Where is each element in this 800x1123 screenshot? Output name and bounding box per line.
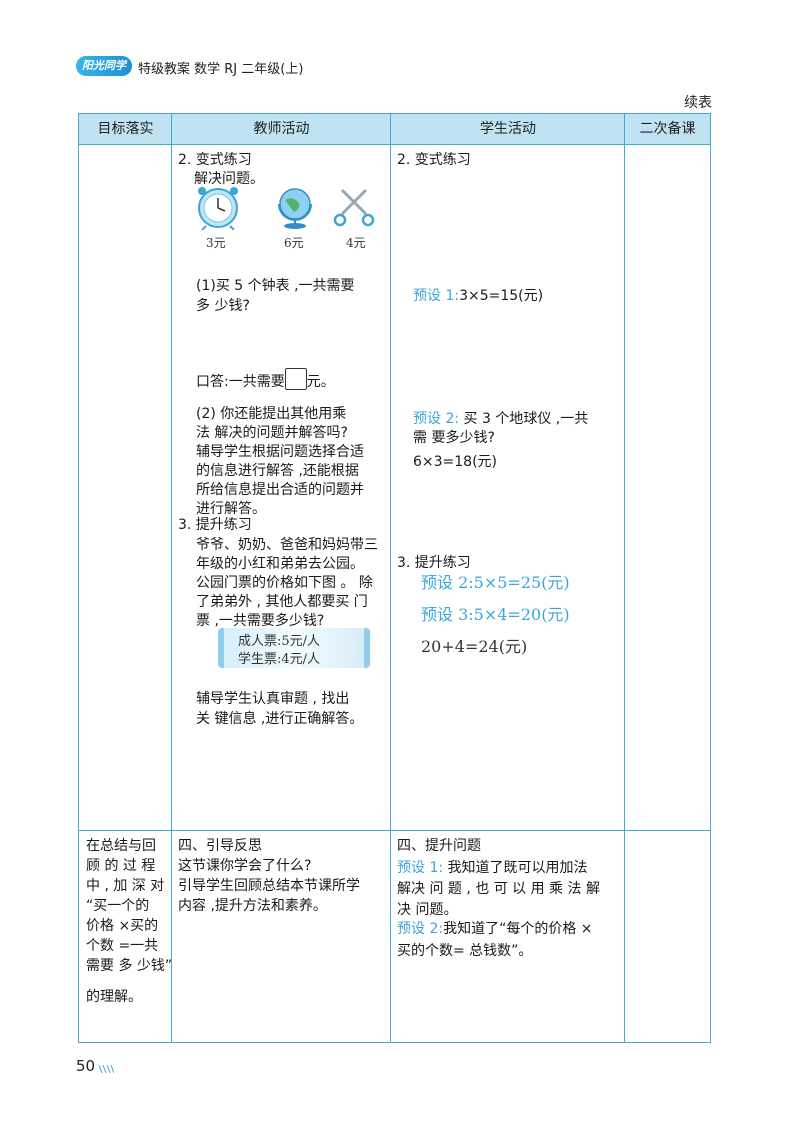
column-divider [171, 114, 172, 1042]
student-preset-2-line2: 需 要多少钱? [413, 430, 495, 446]
table-header-row [79, 114, 710, 145]
student-s4-preset-1: 预设 1: 我知道了既可以用加法 [397, 859, 588, 878]
student-s3-title: 3. 提升练习 [397, 555, 471, 571]
teacher-s4-line: 内容 ,提升方法和素养。 [178, 898, 327, 914]
ticket-adult: 成人票:5元/人 [238, 634, 321, 649]
student-s4-preset-2-line2: 买的个数= 总钱数”。 [397, 943, 533, 959]
header-student: 学生活动 [480, 121, 536, 137]
teacher-s4-line: 引导学生回顾总结本节课所学 [178, 878, 360, 894]
answer-suffix: 元。 [306, 374, 335, 390]
lesson-table: 目标落实 教师活动 学生活动 二次备课 [78, 113, 711, 1043]
teacher-q2-line: 辅导学生根据问题选择合适 [196, 444, 364, 460]
goal-line: “买一个的 [86, 898, 150, 914]
student-preset-2: 预设 2: 买 3 个地球仪 ,一共 [413, 410, 588, 429]
preset-text: 我知道了“每个的价格 × [443, 921, 593, 937]
globe-icon [278, 188, 312, 229]
student-s4-preset-1-line2: 解决 问 题 , 也 可 以 用 乘 法 解 [397, 881, 600, 897]
teacher-q2-line: 所给信息提出合适的问题并 [196, 482, 364, 498]
goal-line: 价格 ×买的 [86, 918, 159, 934]
teacher-q2-line: 法 解决的问题并解答吗? [196, 425, 348, 441]
teacher-q1-line2: 多 少钱? [196, 298, 250, 314]
column-divider [624, 114, 625, 1042]
teacher-q2-line: (2) 你还能提出其他用乘 [196, 406, 347, 422]
preset-text: 我知道了既可以用加法 [443, 860, 588, 876]
goal-line: 中 , 加 深 对 [86, 878, 165, 894]
teacher-q2-line: 的信息进行解答 ,还能根据 [196, 463, 359, 479]
goal-line: 的理解。 [86, 989, 142, 1005]
answer-prefix: 口答:一共需要 [196, 374, 285, 390]
teacher-s3-line: 年级的小红和弟弟去公园。 [196, 556, 364, 572]
preset-label: 预设 1: [397, 860, 444, 876]
student-preset-1: 预设 1:3×5=15(元) [413, 287, 543, 306]
header-teacher: 教师活动 [253, 121, 310, 137]
teacher-guide-line: 关 键信息 ,进行正确解答。 [196, 711, 364, 727]
clock-icon [198, 187, 238, 230]
teacher-s3-line: 公园门票的价格如下图 。 除 [196, 575, 373, 591]
student-s2-title: 2. 变式练习 [397, 152, 471, 168]
row-divider [79, 830, 710, 831]
goal-line: 在总结与回 [86, 838, 156, 854]
header-text: 特级教案 数学 RJ 二年级(上) [138, 62, 304, 77]
ticket-student: 学生票:4元/人 [238, 652, 321, 667]
teacher-s3-line: 爷爷、奶奶、爸爸和妈妈带三 [196, 537, 378, 553]
teacher-q1-line1: (1)买 5 个钟表 ,一共需要 [196, 278, 355, 294]
continued-label: 续表 [684, 95, 712, 111]
student-s4-preset-2: 预设 2:我知道了“每个的价格 × [397, 920, 593, 939]
answer-blank-box [284, 368, 307, 390]
goal-line: 个数 =一共 [86, 938, 159, 954]
header-goal: 目标落实 [97, 121, 154, 137]
column-divider [390, 114, 391, 1042]
teacher-s2-sub: 解决问题。 [194, 171, 264, 187]
page-decoration-icon [98, 1064, 114, 1074]
preset-label: 预设 1: [413, 288, 460, 304]
teacher-guide-line: 辅导学生认真审题 , 找出 [196, 691, 350, 707]
teacher-s4-title: 四、引导反思 [178, 838, 262, 854]
student-preset-2-expr: 6×3=18(元) [413, 454, 498, 470]
ticket-price-board: 成人票:5元/人 学生票:4元/人 [218, 628, 370, 668]
preset-text: 买 3 个地球仪 ,一共 [459, 411, 589, 427]
teacher-s2-title: 2. 变式练习 [178, 152, 252, 168]
price-clock: 3元 [206, 236, 226, 250]
teacher-s3-line: 票 ,一共需要多少钱? [196, 613, 325, 629]
preset-label: 预设 2: [397, 921, 444, 937]
student-handwritten-3: 20+4=24(元) [421, 637, 528, 656]
student-s4-preset-1-line3: 决 问题。 [397, 902, 458, 918]
header-review: 二次备课 [639, 121, 696, 137]
teacher-answer-line: 口答:一共需要 元。 [196, 368, 335, 392]
goal-line: 需要 多 少钱” [86, 958, 173, 974]
scissors-icon [333, 188, 375, 227]
price-globe: 6元 [284, 236, 304, 250]
teacher-q2-line: 进行解答。 [196, 501, 266, 517]
page-header: 阳光同学 特级教案 数学 RJ 二年级(上) [76, 56, 726, 80]
teacher-s3-title: 3. 提升练习 [178, 517, 252, 533]
brand-logo: 阳光同学 [76, 56, 132, 76]
item-illustrations [198, 187, 375, 230]
student-handwritten-1: 预设 2:5×5=25(元) [421, 573, 570, 592]
teacher-s3-line: 了弟弟外 , 其他人都要买 门 [196, 594, 368, 610]
student-handwritten-2: 预设 3:5×4=20(元) [421, 605, 570, 624]
page-number: 50 [76, 1057, 96, 1075]
student-s4-title: 四、提升问题 [397, 838, 481, 854]
goal-line: 顾 的 过 程 [86, 858, 156, 874]
price-scissors: 4元 [346, 236, 366, 250]
teacher-s4-line: 这节课你学会了什么? [178, 858, 312, 874]
preset-expression: 3×5=15(元) [459, 288, 544, 304]
preset-label: 预设 2: [413, 411, 460, 427]
